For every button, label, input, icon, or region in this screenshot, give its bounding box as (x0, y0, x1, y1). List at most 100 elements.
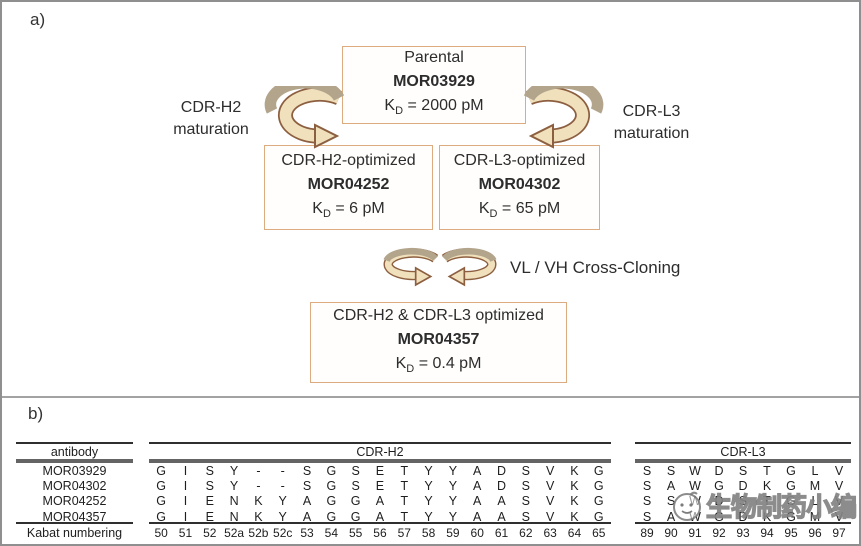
kabat-number: 54 (324, 526, 339, 540)
kabat-number: 50 (154, 526, 168, 540)
residue-cell: I (183, 464, 188, 478)
residue-cell: Y (424, 509, 433, 524)
table-rule (16, 442, 133, 444)
residue-cell: T (763, 464, 771, 478)
table-rule-thick (16, 459, 133, 463)
residue-cell: T (400, 464, 409, 478)
kabat-number: 52a (224, 526, 245, 540)
residue-cell: Y (448, 464, 458, 478)
residue-cell: S (351, 479, 360, 494)
residue-cell: G (326, 509, 337, 524)
antibody-name: MOR04357 (397, 330, 480, 348)
box-title: CDR-L3-optimized (453, 151, 586, 169)
cycle-arrow-right-icon (441, 247, 497, 287)
residue-cell: G (593, 509, 604, 524)
residue-cell: I (183, 494, 188, 509)
residue-cell: Y (278, 509, 287, 524)
panel-b-label: b) (28, 404, 44, 423)
box-title: CDR-H2 & CDR-L3 optimized (333, 306, 544, 324)
antibody-name: MOR03929 (393, 73, 475, 91)
residue-cell: S (642, 464, 652, 478)
residue-cell: V (834, 479, 844, 494)
box-title: Parental (404, 49, 464, 67)
panel-divider (2, 396, 859, 398)
residue-cell: L (811, 494, 819, 509)
residue-cell: V (545, 479, 555, 494)
residue-cell: E (205, 509, 214, 524)
kabat-number: 52b (248, 526, 269, 540)
residue-cell: V (545, 494, 555, 509)
antibody-name: MOR04302 (42, 479, 107, 494)
kabat-number: 65 (592, 526, 606, 540)
residue-cell: G (326, 464, 337, 478)
residue-cell: M (809, 479, 821, 494)
residue-cell: W (689, 464, 701, 478)
combined-optimized-box: CDR-H2 & CDR-L3 optimized MOR04357 KD = … (310, 302, 567, 383)
residue-cell: G (714, 509, 724, 524)
kabat-number: 93 (736, 526, 750, 540)
residue-cell: G (786, 509, 796, 524)
residue-cell: Y (424, 464, 433, 478)
kabat-number: 52c (273, 526, 293, 540)
residue-cell: D (714, 464, 724, 478)
residue-cell: E (205, 494, 214, 509)
cycle-arrow-left-icon (383, 247, 439, 287)
cdr-l3-header: CDR-L3 (720, 445, 766, 459)
cdr-h2-optimized-box: CDR-H2-optimized MOR04252 KD = 6 pM (264, 145, 433, 230)
residue-cell: D (738, 479, 748, 494)
residue-cell: Y (448, 479, 458, 494)
residue-cell: V (545, 509, 555, 524)
residue-cell: S (205, 464, 214, 478)
residue-cell: G (786, 464, 796, 478)
residue-cell: Y (448, 494, 458, 509)
residue-cell: S (642, 479, 652, 494)
table-rule (635, 442, 851, 444)
residue-cell: A (497, 494, 506, 509)
residue-cell: S (666, 494, 676, 509)
residue-cell: Y (424, 479, 433, 494)
residue-cell: Y (424, 494, 433, 509)
antibody-name: MOR04302 (478, 175, 561, 193)
kabat-number: 51 (178, 526, 193, 540)
residue-cell: G (156, 464, 167, 478)
residue-cell: Y (278, 494, 287, 509)
residue-cell: D (738, 509, 748, 524)
kabat-number: 53 (300, 526, 314, 540)
residue-cell: K (570, 479, 579, 494)
table-rule-thick (149, 459, 611, 463)
residue-cell: A (497, 509, 506, 524)
kabat-number: 55 (348, 526, 363, 540)
residue-cell: D (497, 479, 507, 494)
residue-cell: A (666, 479, 676, 494)
residue-cell: G (156, 479, 167, 494)
residue-cell: - (280, 479, 285, 494)
residue-cell: - (256, 479, 261, 494)
kabat-number: 63 (543, 526, 557, 540)
kabat-number: 96 (808, 526, 822, 540)
residue-cell: G (326, 479, 337, 494)
cross-cloning-label: VL / VH Cross-Cloning (510, 258, 681, 277)
residue-cell: S (521, 479, 531, 494)
residue-cell: V (834, 464, 844, 478)
residue-cell: G (593, 494, 604, 509)
parental-box: Parental MOR03929 KD = 2000 pM (342, 46, 526, 124)
residue-cell: - (280, 464, 285, 478)
residue-cell: A (473, 509, 482, 524)
kabat-number: 64 (567, 526, 582, 540)
residue-cell: T (400, 494, 409, 509)
kabat-number: 60 (470, 526, 484, 540)
residue-cell: A (473, 464, 482, 478)
kd-value: KD = 2000 pM (384, 97, 484, 118)
residue-cell: S (302, 464, 312, 478)
residue-cell: G (350, 509, 361, 524)
residue-cell: Y (229, 479, 239, 494)
residue-cell: D (497, 464, 507, 478)
antibody-name: MOR03929 (42, 464, 107, 478)
cdr-l3-optimized-box: CDR-L3-optimized MOR04302 KD = 65 pM (439, 145, 600, 230)
kabat-number: 58 (421, 526, 436, 540)
residue-cell: V (834, 494, 844, 509)
